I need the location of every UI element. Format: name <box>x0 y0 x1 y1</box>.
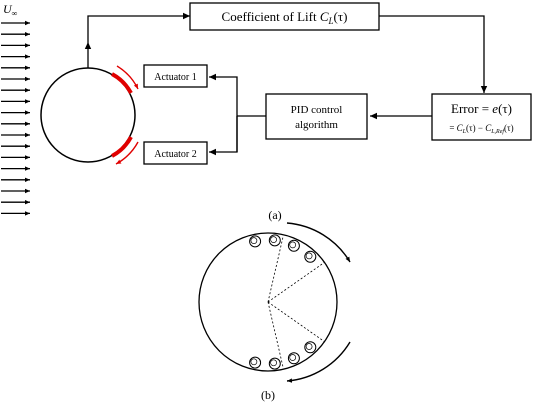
error-label: Error = e(τ) <box>451 101 512 116</box>
freestream-group: U∞ <box>1 2 30 216</box>
caption-b: (b) <box>261 388 275 402</box>
arrow-to-actuator-2 <box>209 116 238 156</box>
cylinder-b <box>198 232 338 372</box>
actuator-2-box <box>143 141 208 165</box>
error-box <box>431 93 532 141</box>
actuator-jet-top-arrow <box>116 65 139 90</box>
jet-circle-top-inner <box>250 237 258 244</box>
jet-circle-bottom-inner <box>250 358 258 366</box>
freestream-label: U∞ <box>3 2 18 18</box>
freestream-arrows <box>1 20 30 216</box>
lift-coefficient-box <box>189 2 380 31</box>
actuator-2-label: Actuator 2 <box>154 149 197 160</box>
pid-label-line1: PID control <box>291 104 343 116</box>
error-formula: = CL(τ) − CL,Ref(τ) <box>449 123 513 135</box>
flow-arrow-top <box>286 222 351 263</box>
arrow-to-error-box <box>379 15 488 93</box>
flow-arrow-bottom <box>286 341 351 383</box>
sector-lines <box>267 236 326 368</box>
jet-circle-top <box>287 239 300 252</box>
pid-label-line2: algorithm <box>295 119 338 131</box>
jet-circle-bottom-inner <box>270 359 277 367</box>
actuator-jets-bottom <box>110 135 139 165</box>
actuator-1-box <box>143 64 208 88</box>
jet-circle-top-inner <box>305 252 313 260</box>
arrow-to-actuator-1 <box>209 73 238 152</box>
jet-row-top <box>249 234 317 263</box>
jet-circle-bottom <box>249 356 262 369</box>
jet-circle-top <box>268 234 281 247</box>
pid-box <box>265 93 368 140</box>
actuator-jet-bottom-band <box>110 135 133 158</box>
detail-view <box>198 222 351 383</box>
jet-row-bottom <box>249 341 317 370</box>
jet-circle-bottom-inner <box>289 354 297 361</box>
jet-circle-bottom <box>304 341 317 354</box>
arrow-to-lift-box <box>87 12 190 42</box>
jet-circle-top <box>304 250 317 263</box>
actuator-jets-top <box>110 65 139 95</box>
jet-circle-bottom <box>287 352 300 365</box>
jet-circle-top-inner <box>289 241 297 249</box>
actuator-1-label: Actuator 1 <box>154 72 197 83</box>
jet-circle-bottom <box>268 357 281 370</box>
lift-coefficient-label: Coefficient of Lift CL(τ) <box>222 9 348 26</box>
jet-circle-bottom-inner <box>305 343 313 350</box>
jet-circle-top-inner <box>270 236 277 243</box>
caption-a: (a) <box>268 208 281 222</box>
actuator-jet-top-band <box>110 72 133 95</box>
jet-circle-top <box>249 235 262 248</box>
actuator-jet-bottom-arrow <box>115 141 139 165</box>
